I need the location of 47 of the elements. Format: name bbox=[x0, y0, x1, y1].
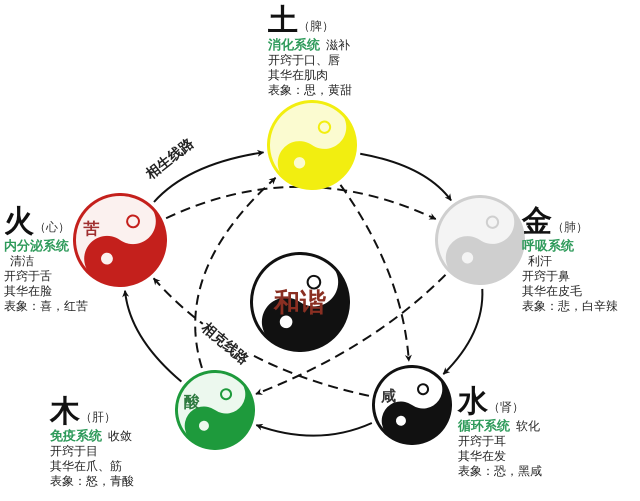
note-text: 表象：怒，青酸 bbox=[50, 474, 134, 488]
note-text: 软化 bbox=[516, 419, 540, 433]
organ-name: （心） bbox=[34, 220, 70, 234]
organ-name: （肺） bbox=[552, 220, 588, 234]
note-text: 开窍于耳 bbox=[458, 434, 506, 448]
system-name: 循环系统 bbox=[458, 419, 510, 434]
note-text: 其华在脸 bbox=[4, 284, 52, 298]
note-text: 开窍于目 bbox=[50, 444, 98, 458]
note-text: 其华在爪、筋 bbox=[50, 459, 122, 473]
note-text: 其华在发 bbox=[458, 449, 506, 463]
system-name: 呼吸系统 bbox=[522, 239, 574, 254]
note-text: 表象：悲，白辛辣 bbox=[522, 299, 618, 313]
note-text: 利汗 bbox=[528, 254, 552, 268]
flavor-label: 苦 bbox=[83, 218, 100, 240]
note-text: 开窍于鼻 bbox=[522, 269, 570, 283]
system-name: 内分泌系统 bbox=[4, 239, 69, 254]
note-text: 开窍于口、唇 bbox=[268, 53, 340, 67]
note-text: 滋补 bbox=[326, 38, 350, 52]
note-text: 其华在皮毛 bbox=[522, 284, 582, 298]
arrow bbox=[153, 150, 264, 203]
organ-name: （肾） bbox=[488, 400, 524, 414]
element-name: 水 bbox=[458, 384, 488, 419]
arrow bbox=[194, 177, 276, 368]
arrow bbox=[340, 184, 412, 362]
note-text: 清洁 bbox=[10, 254, 34, 268]
note-text: 开窍于舌 bbox=[4, 269, 52, 283]
system-name: 免疫系统 bbox=[50, 429, 102, 444]
flavor-label: 酸 bbox=[184, 392, 200, 413]
note-text: 收敛 bbox=[108, 429, 132, 443]
element-name: 土 bbox=[268, 3, 298, 38]
system-name: 消化系统 bbox=[268, 38, 320, 53]
flavor-label: 咸 bbox=[380, 387, 396, 406]
element-name: 木 bbox=[50, 394, 80, 429]
arrow bbox=[255, 274, 446, 395]
organ-name: （脾） bbox=[298, 19, 334, 33]
organ-name: （肝） bbox=[80, 410, 116, 424]
arrow bbox=[442, 288, 484, 375]
note-text: 表象：喜，红苦 bbox=[4, 299, 88, 313]
arrow bbox=[122, 290, 182, 382]
arrow bbox=[360, 152, 452, 202]
element-name: 火 bbox=[4, 204, 34, 239]
arrow bbox=[166, 186, 436, 220]
arrow bbox=[256, 422, 372, 437]
note-text: 其华在肌肉 bbox=[268, 68, 328, 82]
note-text: 表象：思，黄甜 bbox=[268, 83, 352, 97]
note-text: 表象：恐，黑咸 bbox=[458, 464, 542, 478]
element-name: 金 bbox=[522, 204, 552, 239]
